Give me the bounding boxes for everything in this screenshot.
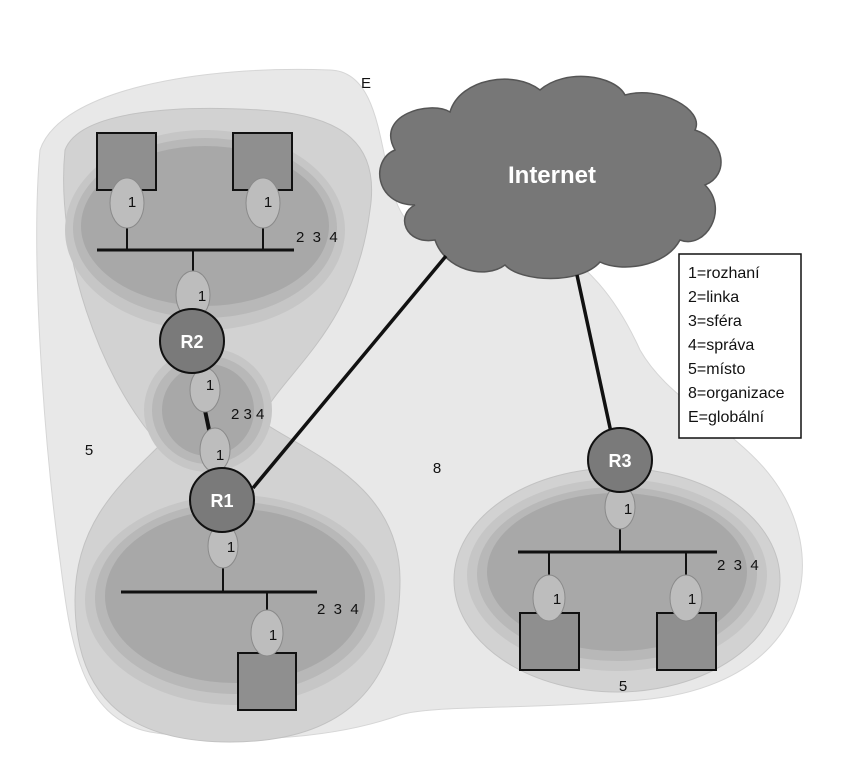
legend-item: 1=rozhaní [688, 265, 760, 282]
scope-5-right-label: 5 [619, 678, 627, 695]
router-r1-label: R1 [210, 491, 233, 511]
internet-label: Internet [508, 162, 596, 189]
interface-label: 1 [553, 591, 561, 608]
interface-label: 1 [128, 194, 136, 211]
interface-label: 1 [216, 447, 224, 464]
legend-item: 2=linka [688, 289, 739, 306]
interface-label: 1 [624, 501, 632, 518]
host-right-1 [519, 612, 580, 671]
interface-labels: 1 1 1 1 1 1 1 1 1 1 [128, 194, 696, 644]
link-r1-internet [251, 254, 448, 490]
internet-cloud: Internet [379, 75, 722, 280]
host-bottom-left [237, 652, 297, 711]
router-r2: R2 [159, 308, 225, 374]
interface-label: 1 [227, 539, 235, 556]
legend: 1=rozhaní 2=linka 3=sféra 4=správa 5=mís… [678, 253, 802, 439]
router-r3-label: R3 [608, 451, 631, 471]
scope-label-r2-r1: 2 3 4 [231, 406, 264, 423]
interface-label: 1 [198, 288, 206, 305]
link-r3-internet [575, 274, 614, 438]
interface-label: 1 [206, 377, 214, 394]
router-r1: R1 [189, 467, 255, 533]
interface-label: 1 [269, 627, 277, 644]
legend-item: 5=místo [688, 361, 745, 378]
interface-label: 1 [688, 591, 696, 608]
legend-box [678, 253, 802, 439]
legend-item: 8=organizace [688, 385, 785, 402]
scope-e-label: E [361, 75, 371, 92]
scope-label-lan-top: 2 3 4 [296, 229, 338, 246]
scope-5-left-label: 5 [85, 442, 93, 459]
scope-label-lan-bottom-left: 2 3 4 [317, 601, 359, 618]
router-r2-label: R2 [180, 332, 203, 352]
lan-bottom-left-scopes [85, 495, 385, 705]
legend-item: 3=sféra [688, 313, 742, 330]
scope-label-lan-right: 2 3 4 [717, 557, 759, 574]
legend-item: E=globální [688, 409, 765, 426]
host-right-2 [656, 612, 717, 671]
legend-item: 4=správa [688, 337, 754, 354]
router-r3: R3 [587, 427, 653, 493]
interface-ovals [109, 177, 703, 657]
interface-label: 1 [264, 194, 272, 211]
scope-8-label: 8 [433, 460, 441, 477]
